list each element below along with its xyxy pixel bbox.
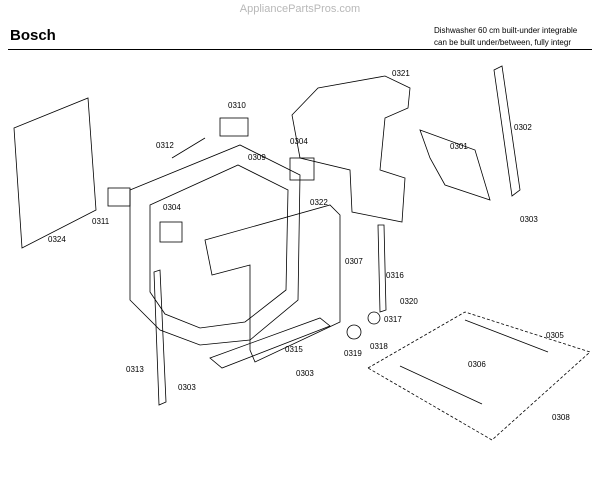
frame-seal-part — [204, 204, 341, 363]
model-description-line-1: Dishwasher 60 cm built-under integrable — [434, 26, 578, 35]
callout-label: 0303 — [520, 215, 538, 224]
callout-label: 0316 — [386, 271, 404, 280]
vertical-strip-part — [493, 65, 521, 197]
callout-label: 0321 — [392, 69, 410, 78]
callout-label: 0313 — [126, 365, 144, 374]
callout-label: 0319 — [344, 349, 362, 358]
callout-label: 0305 — [546, 331, 564, 340]
callout-label: 0318 — [370, 342, 388, 351]
rail-part — [464, 319, 549, 353]
base-plate-part — [209, 317, 331, 369]
callout-label: 0320 — [400, 297, 418, 306]
trim-strip-part — [153, 269, 167, 406]
callout-label: 0303 — [296, 369, 314, 378]
callout-label: 0304 — [290, 137, 308, 146]
bracket-part — [419, 129, 491, 201]
callout-label: 0303 — [178, 383, 196, 392]
model-description-line-2: can be built under/between, fully integr — [434, 38, 571, 47]
callout-label: 0308 — [552, 413, 570, 422]
callout-label: 0324 — [48, 235, 66, 244]
callout-label: 0309 — [248, 153, 266, 162]
brand-title: Bosch — [10, 27, 56, 44]
rail-part — [399, 365, 483, 405]
callout-label: 0304 — [163, 203, 181, 212]
wheel-part — [367, 311, 381, 325]
block-part — [289, 157, 315, 181]
wheel-part — [346, 324, 362, 340]
watermark: AppliancePartsPros.com — [239, 3, 361, 15]
callout-label: 0306 — [468, 360, 486, 369]
side-panel-part — [13, 97, 97, 249]
callout-label: 0307 — [345, 257, 363, 266]
header-divider — [8, 49, 592, 50]
callout-label: 0315 — [285, 345, 303, 354]
callout-label: 0322 — [310, 198, 328, 207]
callouts: 0321 0310 0312 0309 0304 0302 0301 0303 … — [48, 69, 570, 422]
block-part — [219, 117, 249, 137]
top-cover-part — [291, 75, 411, 223]
block-part — [159, 221, 183, 243]
callout-label: 0312 — [156, 141, 174, 150]
block-part — [107, 187, 131, 207]
callout-label: 0302 — [514, 123, 532, 132]
kit-box-outline — [367, 311, 591, 441]
hose-part — [377, 224, 387, 313]
callout-label: 0317 — [384, 315, 402, 324]
callout-label: 0310 — [228, 101, 246, 110]
callout-label: 0301 — [450, 142, 468, 151]
link-part — [171, 137, 206, 159]
callout-label: 0311 — [92, 217, 110, 226]
